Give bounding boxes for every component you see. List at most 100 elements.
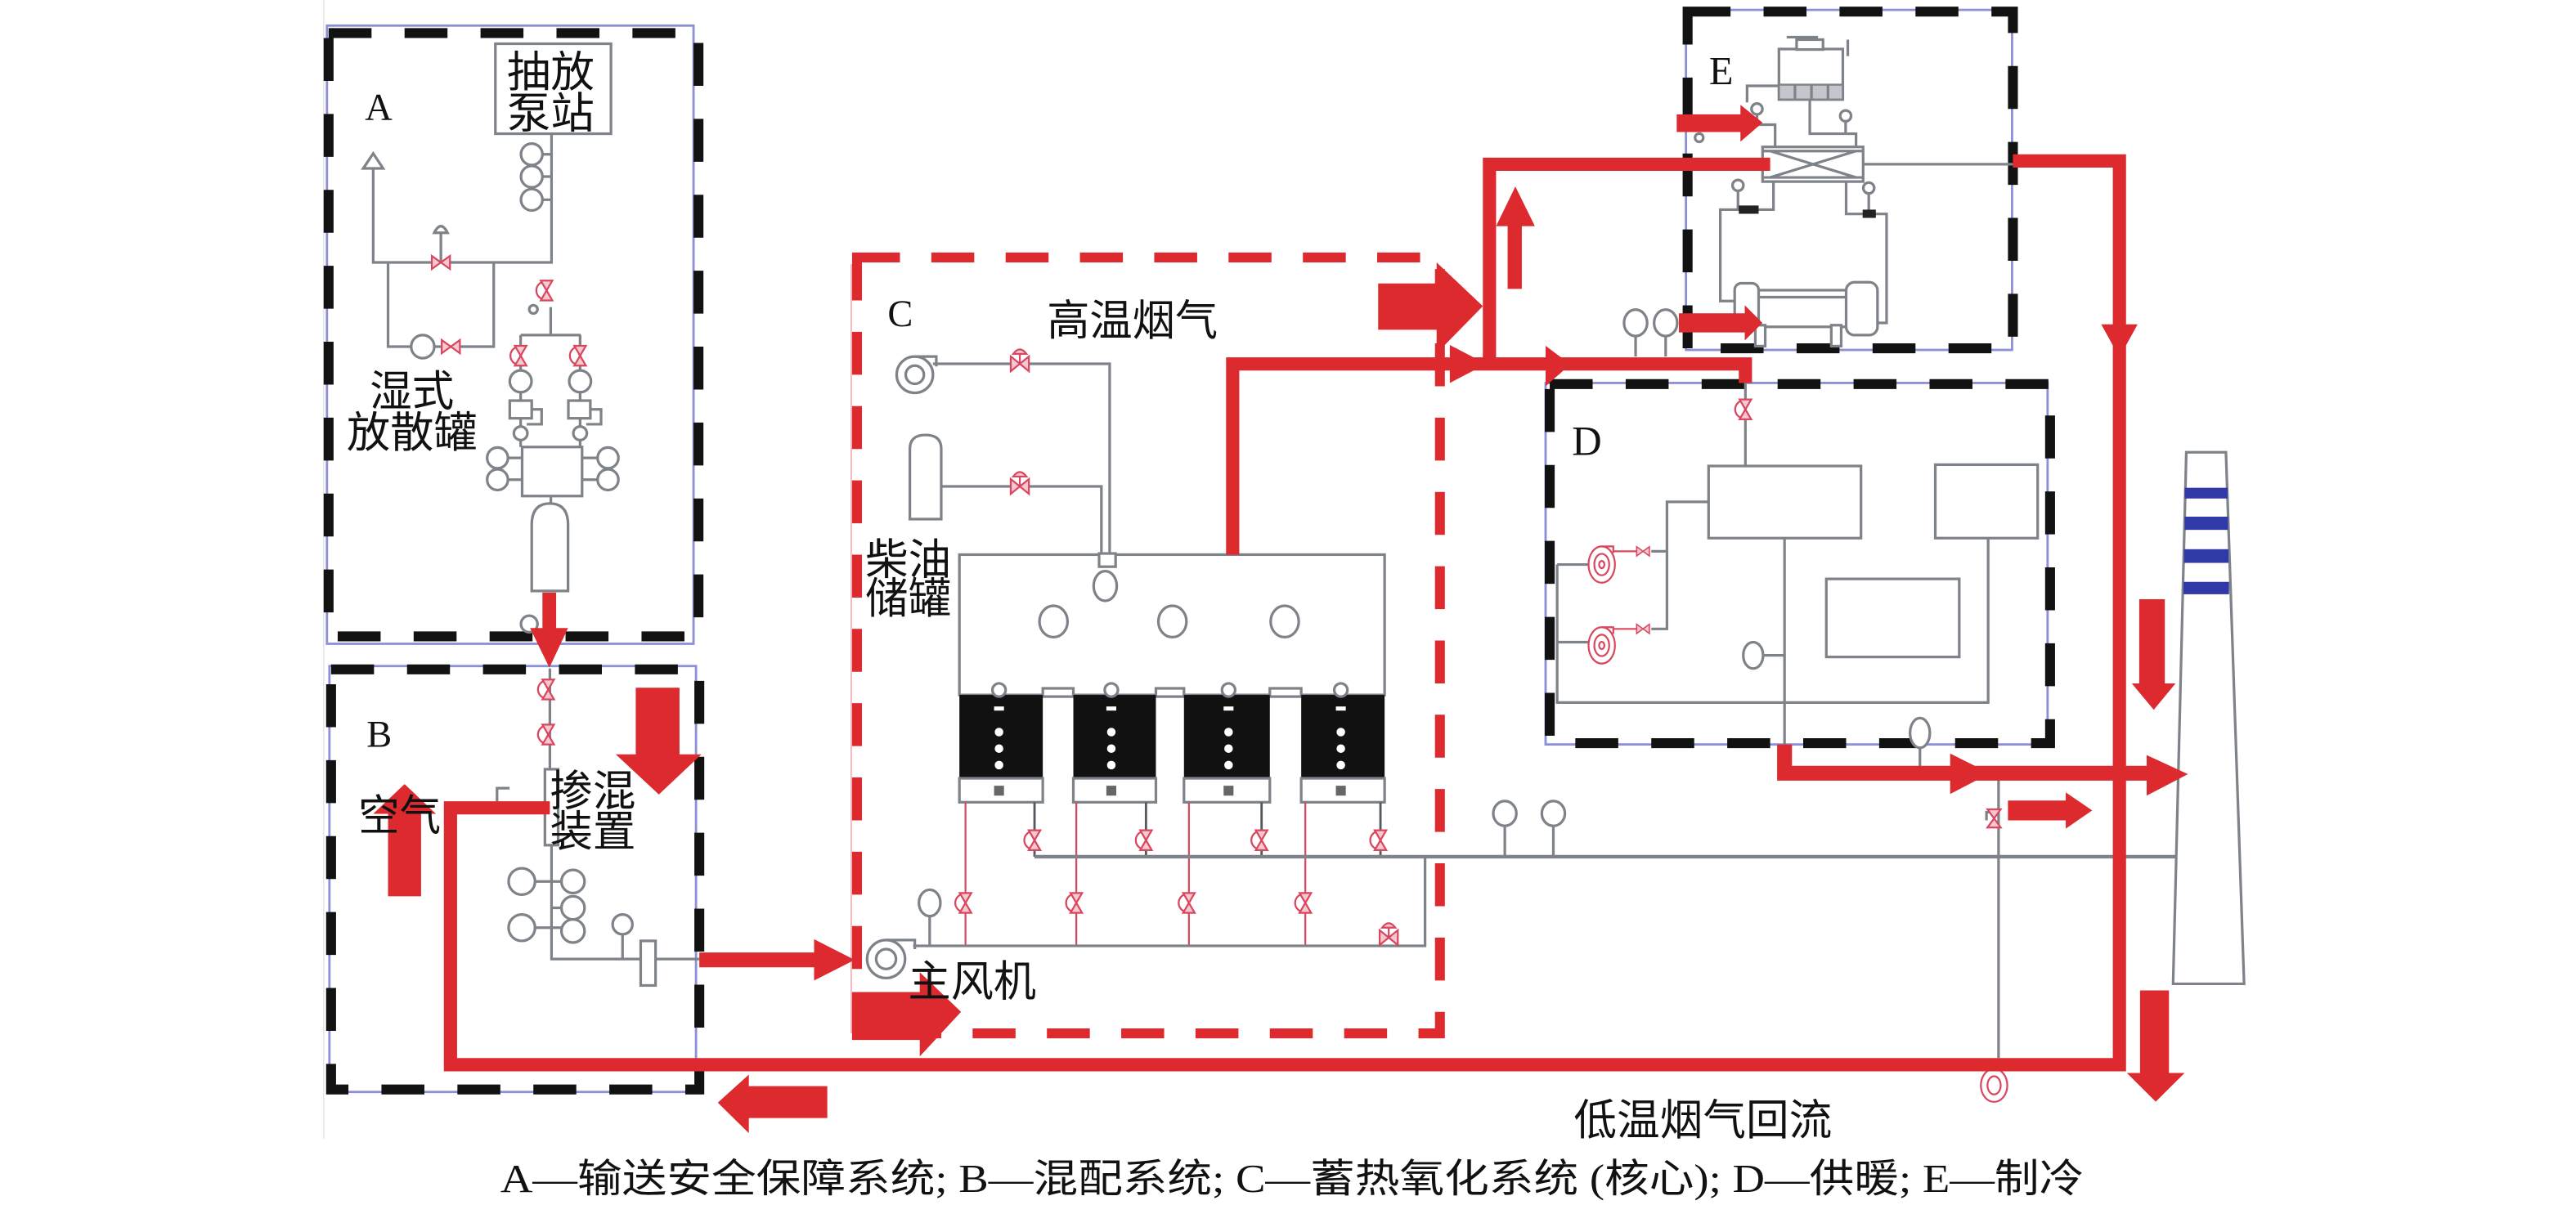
startup-fan-icon [895, 355, 935, 395]
bypass-bracket-pipe [527, 408, 603, 426]
gauge-icon [1653, 308, 1679, 338]
check-valve-icon [1636, 545, 1650, 557]
diesel-tank-label-line2: 储罐 [865, 576, 951, 623]
exhaust-valve-icon [1369, 829, 1388, 851]
gate-valve-icon [1009, 471, 1030, 495]
gauge-icon [1750, 101, 1764, 116]
pump-icon [486, 446, 509, 470]
bed-marker [1106, 744, 1116, 753]
combustion-air-pipe [932, 362, 1111, 555]
system-b-label: B [366, 714, 392, 756]
regulator-icon [508, 399, 533, 420]
return-fan-icon [1980, 1068, 2008, 1103]
bed-marker [1223, 706, 1234, 711]
cooling-tower-fill-lines [1786, 35, 1850, 100]
pump-icon [596, 468, 620, 492]
flow-arrowhead-right [2147, 755, 2188, 796]
main-fan-label: 主风机 [909, 959, 1036, 1006]
flame-arrester-icon [639, 939, 657, 988]
low-temp-flue-gas-return-label: 低温烟气回流 [1573, 1097, 1832, 1145]
labels: A 抽放 泵站 湿式 放散罐 B 空气 掺混 装置 C 高温烟气 柴油 储罐 主… [347, 49, 2084, 1201]
plenum-port [1335, 786, 1346, 796]
exhaust-valve-icon [1023, 829, 1042, 851]
regenerator-bed-1 [958, 682, 1044, 804]
pump-icon [596, 446, 620, 470]
chimney-body [2171, 450, 2246, 986]
system-a-equipment [361, 42, 620, 634]
low-temp-flue-gas-return-line [443, 154, 2126, 1072]
figure-caption: A—输送安全保障系统; B—混配系统; C—蓄热氧化系统 (核心); D—供暖;… [500, 1157, 2084, 1201]
bed-marker [1336, 728, 1345, 737]
chamber-partition [1268, 687, 1303, 698]
inlet-valve-icon [1294, 892, 1313, 914]
gauge-stems [1503, 826, 1555, 857]
pump-icon [559, 868, 586, 894]
boundary-dashed-line [1544, 379, 2055, 749]
air-inlet-stub [496, 786, 510, 802]
bed-marker [1336, 744, 1345, 753]
system-a-label: A [365, 87, 393, 128]
gas-transfer-arrow-down [530, 592, 568, 668]
regenerator-bed-2 [1071, 682, 1158, 804]
diesel-pipe [940, 485, 1103, 555]
inlet-branch-pipes [964, 802, 1307, 946]
chimney-stripe [2184, 487, 2228, 499]
wet-vent-tank-label-line2: 放散罐 [347, 410, 478, 457]
heating-exhaust-line [1777, 744, 2167, 781]
ball-valve-icon [568, 344, 587, 367]
system-d-boundary [1544, 379, 2055, 749]
pump-icon [507, 867, 536, 897]
pump-icon [559, 918, 586, 944]
heat-exchanger-box [1707, 464, 1863, 540]
bed-marker [1224, 760, 1233, 770]
high-temp-flue-gas-line [1226, 357, 1752, 555]
bed-marker [994, 706, 1004, 711]
main-fan-icon [865, 938, 907, 979]
flow-arrow-into-chiller [1676, 105, 1763, 142]
chimney [2171, 450, 2246, 986]
gauge-icon [1622, 308, 1649, 338]
check-valve-icon [1636, 623, 1650, 634]
exhaust-valve-icon [1250, 829, 1268, 851]
flow-arrow-right-large [851, 972, 962, 1057]
bed-marker [994, 728, 1003, 737]
regenerator-bed-3 [1183, 682, 1272, 804]
flow-arrow-right-small [2008, 792, 2093, 829]
instrument-icon [527, 303, 539, 316]
meter-icon [512, 425, 529, 441]
burner-nozzle [1097, 552, 1117, 568]
return-branch [1980, 772, 2008, 1103]
bed-marker [1224, 728, 1233, 737]
ball-valve-icon [536, 679, 555, 701]
thermocouple-icon [1103, 682, 1120, 698]
oxidation-chamber [958, 553, 1386, 697]
gauge-icon [1694, 132, 1705, 144]
vent-cap-icon [432, 225, 450, 235]
bed-marker [1335, 706, 1346, 711]
gauge-icon [1492, 800, 1518, 827]
system-c-equipment [865, 348, 2177, 979]
side-connector-pipes [508, 456, 598, 505]
purge-valve-icon [1378, 922, 1399, 947]
flow-arrowhead-right [814, 938, 855, 981]
sight-port-icon [1269, 604, 1300, 639]
diesel-tank-icon [908, 433, 943, 521]
purge-bypass-pipe [913, 856, 1427, 947]
inlet-valve-icon [1178, 892, 1196, 914]
thermocouple-icon [1332, 682, 1349, 698]
vent-outlet-icon [361, 150, 386, 170]
chiller-supply-line [1483, 157, 1770, 365]
flow-arrowhead-right [1546, 346, 1571, 387]
system-e-label: E [1709, 50, 1734, 93]
expansion-tank-box [1933, 463, 2040, 540]
chimney-stripe [2183, 549, 2229, 563]
gauge-icon [1909, 716, 1932, 750]
fan-impeller [904, 364, 926, 386]
inlet-valve-icon [1065, 892, 1084, 914]
circulation-pump-icon [1587, 626, 1616, 665]
bed-marker [1336, 760, 1345, 770]
exchanger-cross-lines [1762, 150, 1864, 179]
system-c-boundary [850, 252, 1445, 1039]
system-c-label: C [887, 293, 913, 335]
